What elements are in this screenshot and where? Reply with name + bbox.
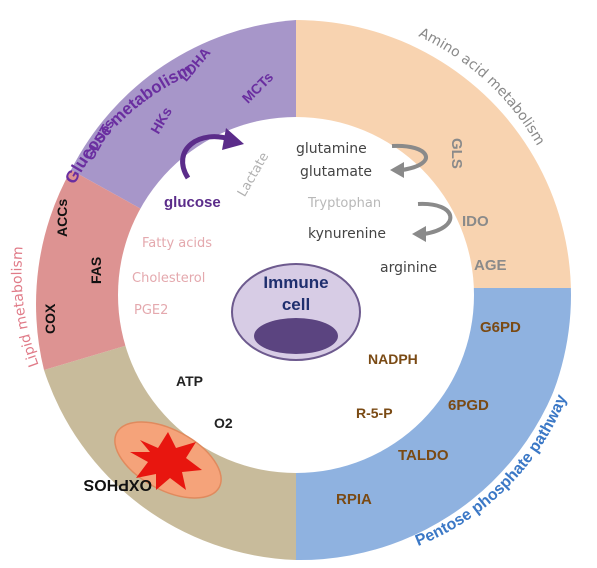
nadph-label: NADPH [368, 351, 418, 367]
enzyme-cox: COX [42, 303, 58, 334]
glucose-label: glucose [164, 194, 221, 211]
enzyme-taldo: TALDO [398, 447, 449, 464]
gls-arrowhead [390, 162, 404, 178]
glucose-arrowhead [222, 128, 244, 150]
watermark: 知乎 @土糯兔子 [456, 536, 551, 552]
enzyme-g6pd: G6PD [480, 319, 521, 336]
enzyme-accs: ACCs [54, 199, 70, 237]
oxphos-title: OXPHOS [83, 476, 152, 493]
enzyme-6pgd: 6PGD [448, 397, 489, 414]
tryptophan-label: Tryptophan [307, 196, 381, 211]
glutamate-label: glutamate [300, 164, 372, 180]
enzyme-rpia: RPIA [336, 491, 372, 508]
cholesterol-label: Cholesterol [132, 271, 205, 286]
arginine-label: arginine [380, 260, 437, 276]
burst-icon [130, 432, 202, 490]
enzyme-age: AGE [474, 257, 507, 274]
ido-arrow [417, 201, 453, 236]
cell-label-line2: cell [282, 295, 310, 314]
cell-nucleus [254, 318, 338, 354]
fatty-acids-label: Fatty acids [142, 236, 212, 251]
r5p-label: R-5-P [356, 405, 393, 421]
enzyme-fas: FAS [88, 257, 104, 284]
atp-label: ATP [176, 373, 203, 389]
glucose-arrow [180, 134, 233, 180]
enzyme-gls: GLS [448, 138, 465, 169]
pge2-label: PGE2 [134, 303, 168, 318]
kynurenine-label: kynurenine [308, 226, 386, 242]
cell-label-line1: Immune [263, 273, 328, 292]
enzyme-ido: IDO [462, 213, 489, 230]
gls-arrow [391, 143, 428, 172]
glutamine-label: glutamine [296, 141, 367, 157]
ido-arrowhead [412, 226, 426, 242]
o2-label: O2 [214, 415, 233, 431]
